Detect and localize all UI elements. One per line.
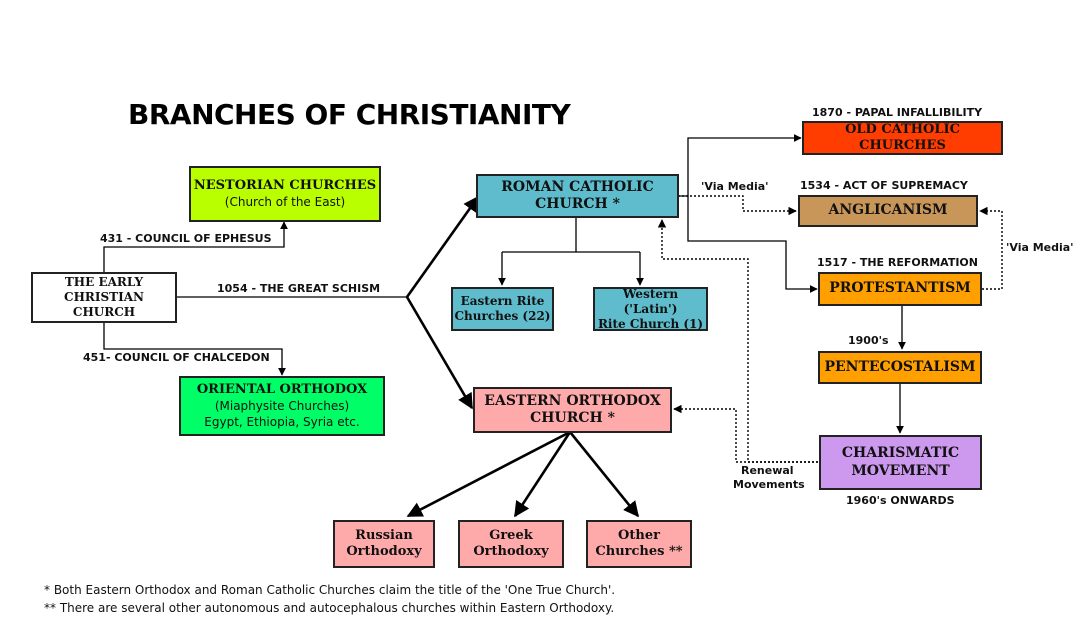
eastern-rite-box: Eastern Rite Churches (22): [451, 287, 554, 331]
nestorian-title: NESTORIAN CHURCHES: [193, 177, 377, 193]
other-churches-box: Other Churches **: [586, 520, 692, 568]
greek-orthodoxy-box: Greek Orthodoxy: [458, 520, 564, 568]
label-1900s: 1900's: [848, 334, 889, 347]
oriental-orthodox-box: ORIENTAL ORTHODOX (Miaphysite Churches) …: [179, 376, 385, 436]
pentecostalism-box: PENTECOSTALISM: [818, 351, 982, 384]
footnote-two: ** There are several other autonomous an…: [44, 601, 615, 615]
early-church-line1: THE EARLY: [64, 275, 144, 289]
label-via-media-right: 'Via Media': [1006, 241, 1074, 254]
nestorian-subtitle: (Church of the East): [224, 195, 346, 210]
pentecostalism-title: PENTECOSTALISM: [824, 358, 976, 375]
roman-line1: ROMAN CATHOLIC: [501, 178, 654, 195]
eastern-rite-line2: Churches (22): [454, 309, 551, 323]
label-1960s-onwards: 1960's ONWARDS: [846, 494, 955, 507]
protestantism-title: PROTESTANTISM: [829, 280, 971, 297]
connector-renewal-roman: [657, 219, 818, 463]
connector-russian: [406, 430, 571, 518]
greek-line1: Greek: [489, 527, 533, 543]
eastern-orthodox-line1: EASTERN ORTHODOX: [484, 392, 661, 409]
charismatic-movement-box: CHARISMATIC MOVEMENT: [819, 435, 982, 490]
label-great-schism: 1054 - THE GREAT SCHISM: [217, 282, 381, 295]
connector-ephesus: [103, 221, 288, 273]
label-reformation: 1517 - THE REFORMATION: [817, 256, 978, 269]
old-catholic-box: OLD CATHOLIC CHURCHES: [802, 121, 1003, 155]
western-rite-line2: Rite Church (1): [597, 316, 704, 331]
russian-orthodoxy-box: Russian Orthodoxy: [333, 520, 435, 568]
label-chalcedon: 451- COUNCIL OF CHALCEDON: [83, 351, 270, 364]
anglicanism-title: ANGLICANISM: [828, 202, 948, 219]
russian-line2: Orthodoxy: [346, 544, 422, 559]
oriental-title: ORIENTAL ORTHODOX: [196, 381, 368, 397]
other-line1: Other: [618, 527, 660, 543]
nestorian-churches-box: NESTORIAN CHURCHES (Church of the East): [189, 166, 381, 222]
russian-line1: Russian: [355, 527, 413, 543]
charismatic-line2: MOVEMENT: [851, 462, 950, 479]
connector-chalcedon: [103, 322, 286, 376]
roman-line2: CHURCH *: [535, 196, 620, 212]
other-line2: Churches **: [595, 544, 683, 559]
connector-to-eastern: [405, 296, 474, 410]
connector-other: [568, 431, 640, 518]
early-church-box: THE EARLY CHRISTIAN CHURCH: [31, 272, 177, 323]
connector-via-media-right: [979, 206, 1003, 290]
label-ephesus: 431 - COUNCIL OF EPHESUS: [100, 232, 272, 245]
label-movements: Movements: [733, 478, 805, 491]
western-rite-box: Western ('Latin') Rite Church (1): [593, 287, 708, 331]
roman-catholic-box: ROMAN CATHOLIC CHURCH *: [476, 174, 679, 218]
eastern-orthodox-line2: CHURCH *: [530, 410, 615, 426]
protestantism-box: PROTESTANTISM: [818, 272, 982, 306]
anglicanism-box: ANGLICANISM: [798, 195, 978, 227]
western-rite-line1: Western ('Latin'): [622, 286, 679, 316]
eastern-orthodox-box: EASTERN ORTHODOX CHURCH *: [473, 387, 672, 433]
connector-to-roman: [405, 195, 480, 298]
old-catholic-title: OLD CATHOLIC CHURCHES: [845, 121, 960, 153]
label-act-of-supremacy: 1534 - ACT OF SUPREMACY: [800, 179, 968, 192]
charismatic-line1: CHARISMATIC: [841, 445, 960, 461]
label-papal-infallibility: 1870 - PAPAL INFALLIBILITY: [812, 106, 983, 119]
early-church-line2: CHRISTIAN CHURCH: [64, 290, 144, 319]
label-renewal: Renewal: [741, 464, 794, 477]
page-title: BRANCHES OF CHRISTIANITY: [128, 98, 571, 131]
connector-renewal-eastern: [673, 404, 818, 463]
oriental-subtitle-1: (Miaphysite Churches): [214, 398, 350, 413]
label-via-media-left: 'Via Media': [701, 180, 769, 193]
footnote-one: * Both Eastern Orthodox and Roman Cathol…: [44, 583, 616, 597]
greek-line2: Orthodoxy: [473, 544, 549, 559]
eastern-rite-line1: Eastern Rite: [460, 294, 545, 308]
connector-greek: [513, 431, 572, 518]
connector-reformation: [687, 196, 818, 293]
oriental-subtitle-2: Egypt, Ethiopia, Syria etc.: [204, 415, 360, 430]
connector-via-media-left: [678, 195, 797, 216]
